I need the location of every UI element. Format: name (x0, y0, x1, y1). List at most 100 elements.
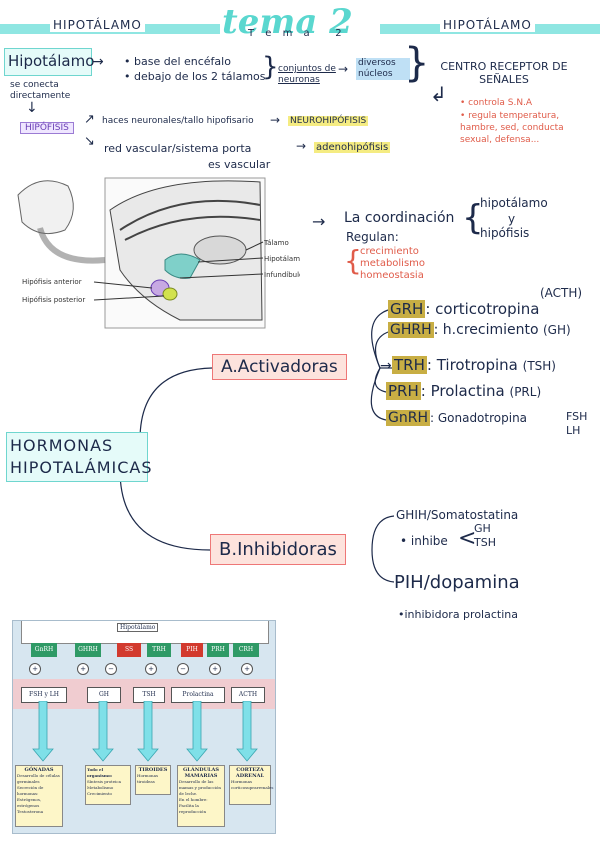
act-text-prh: : Prolactina (420, 382, 505, 400)
fig-box-ghrh: GHRH (75, 643, 101, 657)
fig-box-crh: CRH (233, 643, 259, 657)
arrow-curve-centro: ↲ (430, 82, 447, 106)
regulan-brace: { (344, 244, 362, 277)
label-talamo: Tálamo (263, 239, 289, 247)
fig-target-tiroides-l1: Hormonas tiroideas (137, 773, 159, 784)
fig-arrow-2 (92, 701, 114, 762)
fig-target-mamarias: GLÁNDULAS MAMARIAS Desarrollo de las mam… (177, 765, 225, 827)
fig-sign-3: − (105, 663, 117, 675)
act-code-gnrh: GnRH (386, 410, 430, 426)
controla-text: • controla S.N.A (460, 98, 533, 108)
branch-pih (371, 549, 395, 583)
act-tag-fsh-lh: FSH LH (566, 410, 588, 437)
line-anterior (93, 281, 153, 289)
arrow-red: ↘ (84, 134, 95, 149)
fig-arrows (32, 701, 258, 762)
coord-hipotalamo: hipotálamo (480, 196, 548, 210)
label-hip-anterior: Hipófisis anterior (22, 278, 82, 286)
inhibe-angle: < (458, 526, 477, 551)
regulan-label: Regulan: (346, 230, 399, 244)
fig-sign-1: + (29, 663, 41, 675)
small-brain-inset (17, 180, 74, 235)
inhibe-tsh: TSH (474, 536, 496, 549)
fig-sign-2: + (77, 663, 89, 675)
fig-target-gonadas-l2: Secreción de hormonas: (17, 785, 44, 796)
coord-y: y (508, 212, 516, 226)
arrow-conjuntos: → (338, 62, 349, 76)
act-code-grh: GRH (388, 300, 426, 318)
bottom-figure: Hipotálamo GnRH GHRH SS TRH PIH PRH CRH … (12, 620, 276, 834)
fig-target-organismo: Todo el organismo: Síntesis proteica Met… (85, 765, 131, 805)
fig-target-gonadas-l4: Testosterona (17, 809, 44, 814)
fig-box-gnrh: GnRH (31, 643, 57, 657)
line-talamo (245, 241, 264, 251)
fig-target-organismo-l1: Todo el organismo: (87, 767, 113, 778)
fig-arrow-3 (137, 701, 159, 762)
fig-target-mamarias-l1: Desarrollo de las mamas y producción de … (179, 779, 221, 796)
fig-target-mamarias-l3: Facilita la reproducción (179, 803, 207, 814)
regula-text: • regula temperatura, hambre, sed, condu… (460, 111, 564, 145)
fig-box-trh: TRH (147, 643, 171, 657)
fig-box-ss: SS (117, 643, 141, 657)
act-item-trh: TRH: Tirotropina (TSH) (392, 356, 556, 374)
fig-target-organismo-l3: Metabolismo (87, 785, 114, 790)
act-tag-prl: (PRL) (509, 385, 542, 399)
fig-target-corteza-l1: Hormonas corticosuprarrenales (231, 779, 274, 790)
fig-hipotalamo-label: Hipotálamo (117, 623, 159, 632)
hormonas-title-1: HORMONAS (10, 436, 114, 455)
arrow-coord: → (312, 212, 326, 231)
hipotalamo-box (4, 48, 92, 76)
fig-target-gonadas-l1: Desarrollo de células germinales (17, 773, 60, 784)
act-item-grh: GRH: corticotropina (388, 300, 540, 318)
act-code-ghrh: GHRH (388, 322, 434, 338)
act-code-prh: PRH (386, 382, 421, 400)
header-right-title: HIPOTÁLAMO (440, 18, 535, 32)
coord-hipofisis: hipófisis (480, 226, 530, 240)
line-posterior (93, 295, 165, 301)
act-text-ghrh: : h.crecimiento (433, 322, 539, 338)
inhibidoras-box: B.Inhibidoras (210, 534, 346, 565)
corpus (119, 199, 261, 231)
haces-text: haces neuronales/tallo hipofisario (102, 116, 254, 126)
act-tag-tsh: (TSH) (522, 359, 556, 373)
act-item-ghrh: GHRH: h.crecimiento (GH) (388, 322, 571, 338)
hipofisis-box: HIPÓFISIS (20, 122, 74, 134)
fig-target-organismo-l2: Síntesis proteica (87, 779, 121, 784)
line-hipotalamo (197, 257, 264, 263)
act-text-trh: : Tirotropina (426, 356, 518, 374)
pih-text: PIH/dopamina (394, 572, 520, 593)
fig-target-organismo-l4: Crecimiento (87, 791, 112, 796)
act-tag-gh: (GH) (543, 323, 571, 337)
pih-sub-text: •inhibidora prolactina (398, 608, 518, 621)
branch-ghih (371, 515, 395, 551)
arrow-neuro: → (270, 113, 281, 127)
centro-text: CENTRO RECEPTOR DE SEÑALES (440, 60, 568, 86)
act-text-gnrh: : Gonadotropina (429, 411, 528, 425)
la-coordinacion: La coordinación (344, 210, 455, 226)
label-infundibulo: Infundíbulo (264, 271, 300, 279)
fig-hipotalamo-box (21, 621, 269, 644)
brain-diagram: Tálamo Hipotálamo Infundíbulo Hipófisis … (10, 170, 300, 330)
corpus2 (124, 215, 261, 241)
tema-spaced-title: T e m a 2 (248, 28, 346, 39)
fig-sign-4: + (145, 663, 157, 675)
fig-target-tiroides-title: TIROIDES (138, 767, 168, 773)
act-text-grh: : corticotropina (425, 300, 540, 318)
fig-target-corteza: CORTEZA ADRENAL Hormonas corticosuprarre… (229, 765, 274, 805)
hormonas-title-2: HIPOTALÁMICAS (10, 458, 153, 477)
label-hipotalamo-diagram: Hipotálamo (264, 255, 300, 263)
brace-1: } (262, 52, 279, 82)
coord-brace: { (462, 198, 484, 238)
activ-arrow-left: → (380, 358, 392, 374)
fig-target-tiroides: TIROIDES Hormonas tiroideas (135, 765, 171, 795)
conecta-text: se conecta directamente (10, 80, 71, 101)
ghih-text: GHIH/Somatostatina (396, 508, 519, 522)
arrow-hipotalamo: → (92, 54, 104, 70)
branch-to-inhib (119, 469, 211, 551)
act-code-trh: TRH (392, 356, 427, 374)
fig-target-gonadas-title: GÓNADAS (24, 767, 54, 773)
arrow-adeno: → (296, 139, 307, 153)
fig-box-prh: PRH (207, 643, 229, 657)
branch-ghrh (374, 331, 389, 369)
hipotalamo-label: Hipotálamo (8, 52, 95, 70)
